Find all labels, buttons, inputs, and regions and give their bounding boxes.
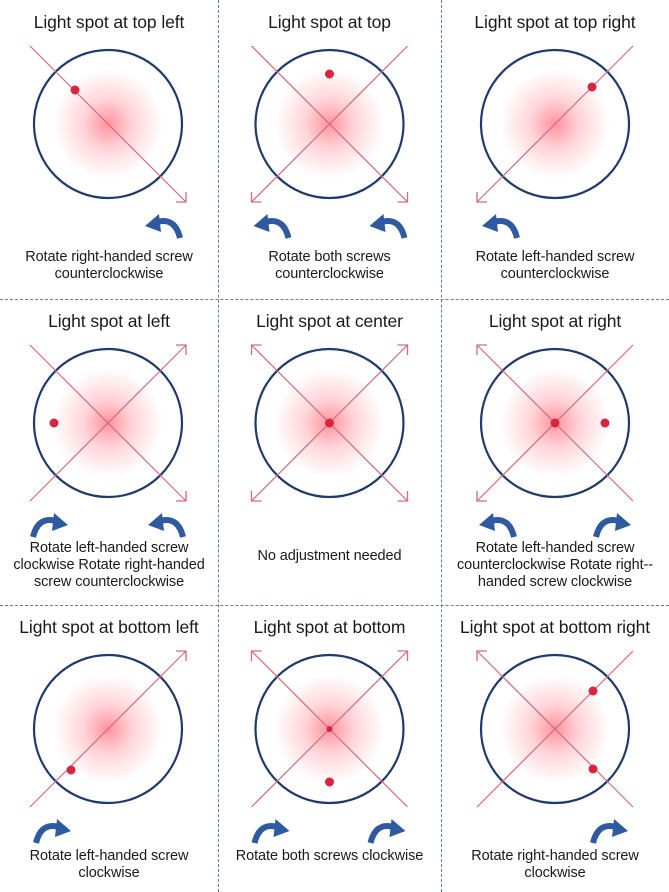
counterclockwise-arrow-icon xyxy=(253,214,292,239)
adjustment-instruction: Rotate both screws counterclockwise xyxy=(268,249,391,282)
cell-title: Light spot at bottom right xyxy=(459,617,650,637)
light-spot-dot xyxy=(325,777,334,787)
adjustment-instruction: Rotate left-handed screw clockwise Rotat… xyxy=(13,540,205,590)
axis-arrowhead xyxy=(397,192,409,203)
axis-arrowhead xyxy=(176,192,187,203)
axis-arrowhead xyxy=(476,344,487,355)
adjustment-axis xyxy=(476,650,634,808)
beam-target-diagram xyxy=(250,45,409,239)
beam-target-diagram xyxy=(29,344,187,538)
column-divider xyxy=(218,0,219,892)
cell-title: Light spot at top right xyxy=(474,12,636,32)
beam-target-diagram xyxy=(476,45,634,239)
light-spot-dot xyxy=(66,765,76,775)
axis-arrowhead xyxy=(476,650,487,661)
cell-title: Light spot at bottom xyxy=(253,617,406,637)
adjustment-instruction: Rotate right-handed screw counterclockwi… xyxy=(25,249,193,282)
target-circle xyxy=(32,653,184,805)
adjustment-instruction: Rotate left-handed screw counterclockwis… xyxy=(475,249,635,282)
cell-title: Light spot at center xyxy=(256,311,403,331)
target-circle xyxy=(32,48,184,200)
light-spot-dot xyxy=(550,418,560,428)
light-spot-dot xyxy=(587,82,597,92)
adjustment-instruction: Rotate left-handed screw counterclockwis… xyxy=(457,540,653,590)
clockwise-arrow-icon xyxy=(251,819,290,844)
beam-target-diagram xyxy=(476,650,634,844)
light-spot-dot xyxy=(49,418,59,428)
target-circle xyxy=(479,347,631,499)
row-divider xyxy=(0,605,669,606)
cell-title: Light spot at right xyxy=(488,311,622,331)
target-circle xyxy=(32,347,184,499)
adjustment-instruction: Rotate left-handed screw clockwise xyxy=(29,848,189,881)
target-circle xyxy=(254,347,405,499)
beam-target-diagram xyxy=(29,650,187,844)
beam-target-diagram xyxy=(250,650,409,844)
adjustment-instruction: Rotate right-handed screw clockwise xyxy=(471,848,639,881)
counterclockwise-arrow-icon xyxy=(479,513,517,538)
axis-arrowhead xyxy=(397,344,409,355)
light-spot-dot xyxy=(588,764,598,774)
row-divider xyxy=(0,299,669,300)
light-spot-dot xyxy=(325,418,334,428)
adjustment-axis xyxy=(476,45,634,203)
clockwise-arrow-icon xyxy=(367,819,406,844)
axis-arrowhead xyxy=(476,491,487,502)
counterclockwise-arrow-icon xyxy=(482,214,520,239)
beam-target-diagram xyxy=(250,344,409,502)
clockwise-arrow-icon xyxy=(590,819,628,844)
beam-target-diagram xyxy=(29,45,187,239)
cell-title: Light spot at bottom left xyxy=(19,617,199,637)
axis-arrowhead xyxy=(250,344,262,355)
axis-arrowhead xyxy=(176,491,187,502)
counterclockwise-arrow-icon xyxy=(145,214,183,239)
adjustment-instruction: No adjustment needed xyxy=(257,548,402,564)
beam-target-diagram xyxy=(476,344,634,538)
counterclockwise-arrow-icon xyxy=(148,513,186,538)
axis-arrowhead xyxy=(250,192,262,203)
adjustment-axis xyxy=(251,45,408,203)
axis-arrowhead xyxy=(250,650,262,661)
axis-arrowhead xyxy=(250,491,262,502)
clockwise-arrow-icon xyxy=(593,513,631,538)
diagram-cell: Light spot at center No adjustment needed xyxy=(218,299,441,605)
light-spot-dot xyxy=(325,69,334,79)
axis-arrowhead xyxy=(476,192,487,203)
target-circle xyxy=(254,48,405,200)
column-divider xyxy=(441,0,442,892)
target-circle xyxy=(479,48,631,200)
light-spot-dot xyxy=(600,418,610,428)
axis-arrowhead xyxy=(176,344,187,355)
cell-title: Light spot at top xyxy=(268,12,391,32)
cell-title: Light spot at left xyxy=(48,311,170,331)
counterclockwise-arrow-icon xyxy=(369,214,408,239)
light-spot-dot xyxy=(326,726,333,732)
adjustment-instruction: Rotate both screws clockwise xyxy=(235,848,424,864)
clockwise-arrow-icon xyxy=(30,513,68,538)
cell-title: Light spot at top left xyxy=(33,12,185,32)
light-spot-dot xyxy=(588,686,598,696)
axis-arrowhead xyxy=(176,650,187,661)
adjustment-axis xyxy=(29,650,187,808)
axis-arrowhead xyxy=(397,650,409,661)
clockwise-arrow-icon xyxy=(33,819,71,844)
light-spot-dot xyxy=(70,85,80,95)
target-circle xyxy=(479,653,631,805)
adjustment-axis xyxy=(29,344,187,502)
target-circle xyxy=(254,653,405,805)
adjustment-axis xyxy=(29,45,187,203)
axis-arrowhead xyxy=(397,491,409,502)
